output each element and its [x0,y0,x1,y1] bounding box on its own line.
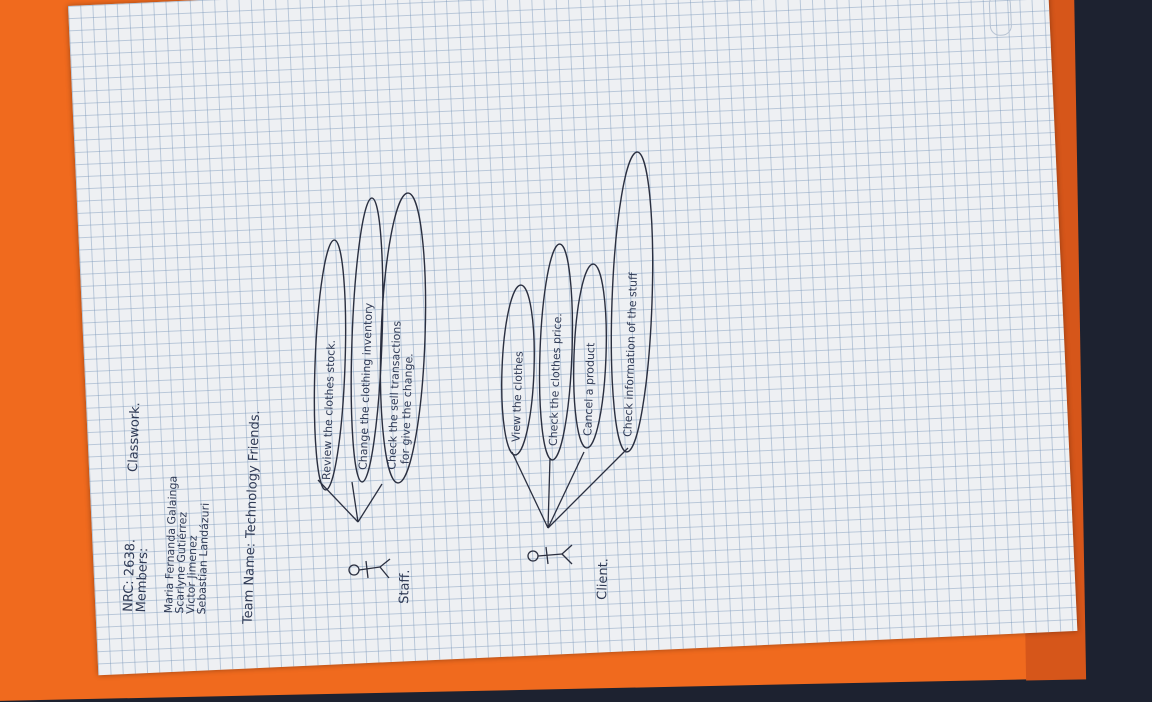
use-case-label: Check the sell transactions [385,320,403,469]
members-label: Members: [134,547,151,612]
member-name: Victor Jimenez [184,535,200,614]
actor-head-icon [348,564,360,576]
member-name: Sebastian Landázuri [195,503,212,615]
staff-use-case-3: Check the sell transactions for give the… [379,192,427,484]
client-use-case-1: View the clothes [501,284,535,456]
use-case-label: Check the clothes price. [547,313,565,446]
use-case-label: for give the change. [399,353,416,464]
use-case-bubble [313,239,347,491]
staff-use-case-2: Change the clothing inventory [350,197,384,483]
team-name: Technology Friends. [244,410,263,539]
client-use-case-2: Check the clothes price. [538,243,574,461]
use-case-label: View the clothes [509,351,525,442]
staff-actor [348,558,391,579]
client-use-case-4: Check information of the stuff [610,151,654,453]
use-case-bubble [538,243,574,461]
page-title: Classwork. [126,402,143,472]
use-case-bubble [572,263,608,449]
use-case-bubble [350,197,384,483]
client-actor [527,544,573,565]
use-case-label: Change the clothing inventory [356,302,375,470]
client-use-case-3: Cancel a product [572,263,608,449]
client-label: Client. [595,558,611,600]
staff-label: Staff. [397,569,413,604]
staff-use-case-1: Review the clothes stock. [313,239,347,491]
use-case-bubble [501,284,535,456]
nrc-label: NRC: 2638. [121,539,139,612]
use-case-bubble [379,192,427,484]
member-name: Maria Fernanda Galainga [162,476,180,614]
use-case-label: Cancel a product [581,342,597,436]
use-case-diagram: NRC: 2638. Members: Classwork. Maria Fer… [121,151,654,626]
staff-connectors [317,479,383,523]
client-connectors [511,447,629,529]
use-case-label: Review the clothes stock. [320,340,338,480]
header-block: NRC: 2638. Members: Classwork. Maria Fer… [121,402,263,626]
actor-head-icon [527,550,539,562]
team-name-label: Team Name: [241,543,259,626]
member-name: Scarlyne Gutiérrez [173,511,190,613]
use-case-label: Check information of the stuff [621,272,640,437]
